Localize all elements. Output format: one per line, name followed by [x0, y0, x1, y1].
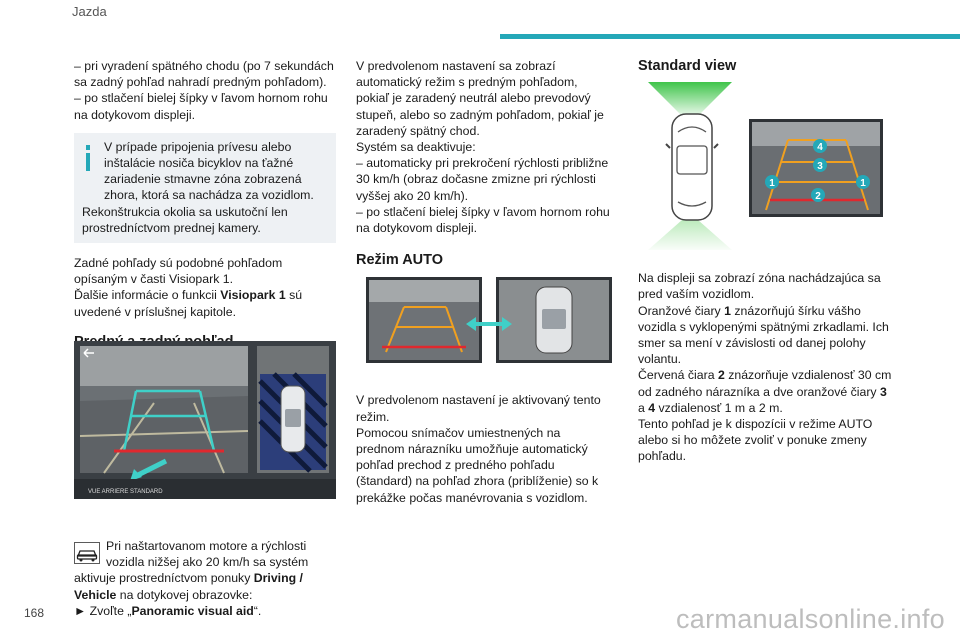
back-arrow-icon[interactable]	[83, 348, 94, 358]
info-post: sú uvedené v príslušnej kapitole.	[74, 288, 303, 319]
header-accent-bar	[500, 34, 960, 39]
note-line-1: V prípade pripojenia prívesu alebo inšta…	[104, 139, 314, 203]
intro-line-1: – pri vyradení spätného chodu (po 7 seku…	[74, 59, 334, 90]
screen-caption: VUE ARRIERE STANDARD	[88, 489, 163, 495]
info-note: V prípade pripojenia prívesu alebo inšta…	[74, 132, 336, 244]
select-option: Panoramic visual aid	[131, 603, 254, 618]
orange-lines-text: Oranžové čiary 1 znázorňujú šírku vášho …	[638, 303, 900, 368]
orange-post: znázorňujú šírku vášho vozidla s vyklope…	[638, 303, 889, 367]
orange-num: 1	[724, 303, 731, 318]
front-rear-view-screen-figure: VUE ARRIERE STANDARD	[74, 341, 336, 499]
watermark: carmanualsonline.info	[676, 604, 945, 634]
info-bold: Visiopark 1	[220, 288, 286, 303]
deactivation-speed: – automaticky pri prekročení rýchlosti p…	[356, 156, 609, 203]
info-reference: Ďalšie informácie o funkcii Visiopark 1 …	[74, 287, 336, 319]
orange-pre: Oranžové čiary	[638, 303, 725, 318]
column-1: – pri vyradení spätného chodu (po 7 seku…	[74, 58, 336, 619]
red-num4: 4	[648, 400, 656, 415]
column-3: Standard view Na displeji sa zobrazí zón…	[638, 58, 900, 475]
select-instruction: ► Zvoľte „Panoramic visual aid“.	[74, 603, 336, 619]
red-and: a	[638, 400, 649, 415]
select-pre: ► Zvoľte „	[74, 603, 132, 618]
heading-auto-mode: Režim AUTO	[356, 252, 444, 269]
deactivation-label: Systém sa deaktivuje:	[356, 140, 476, 155]
red-mid: znázorňuje vzdialenosť 30 cm od zadného …	[638, 368, 892, 399]
activation-post: na dotykovej obrazovke:	[116, 587, 253, 602]
info-icon	[86, 144, 90, 171]
svg-text:1: 1	[860, 178, 866, 189]
standard-view-figure: 1 1 2 3 4	[648, 82, 883, 250]
auto-mode-description: Pomocou snímačov umiestnených na prednom…	[356, 425, 599, 505]
svg-text:4: 4	[817, 142, 823, 153]
note-line-2: Rekonštrukcia okolia sa uskutoční len pr…	[82, 204, 288, 235]
info-pre: Ďalšie informácie o funkcii	[74, 288, 221, 303]
car-icon	[74, 542, 100, 564]
rear-views-text: Zadné pohľady sú podobné pohľadom opísan…	[74, 256, 283, 287]
paragraph-intro: – pri vyradení spätného chodu (po 7 seku…	[74, 58, 336, 123]
red-num: 2	[717, 368, 725, 383]
red-post: vzdialenosť 1 m a 2 m.	[655, 400, 783, 415]
label-1-left: 1	[765, 175, 779, 189]
red-num3: 3	[880, 384, 887, 399]
activation-menu: Driving / Vehicle	[74, 571, 303, 602]
label-4: 4	[813, 139, 827, 153]
activation-text: Pri naštartovanom motore a rýchlosti voz…	[74, 539, 309, 586]
standard-view-intro: Na displeji sa zobrazí zóna nachádzajúca…	[638, 271, 881, 302]
label-1-right: 1	[856, 175, 870, 189]
paragraph-default-mode: V predvolenom nastavení sa zobrazí autom…	[356, 58, 612, 236]
activation-block: Pri naštartovanom motore a rýchlosti voz…	[74, 538, 336, 619]
paragraph-standard-view: Na displeji sa zobrazí zóna nachádzajúca…	[638, 270, 900, 464]
red-line-text: Červená čiara 2 znázorňuje vzdialenosť 3…	[638, 367, 900, 416]
svg-text:2: 2	[815, 191, 821, 202]
deactivation-arrow: – po stlačení bielej šípky v ľavom horno…	[356, 204, 610, 236]
column-2: V predvolenom nastavení sa zobrazí autom…	[356, 58, 612, 516]
auto-mode-default: V predvolenom nastavení je aktivovaný te…	[356, 393, 601, 424]
label-2: 2	[811, 188, 825, 202]
paragraph-auto-mode: V predvolenom nastavení je aktivovaný te…	[356, 392, 612, 505]
paragraph-rear-views: Zadné pohľady sú podobné pohľadom opísan…	[74, 255, 336, 320]
red-pre: Červená čiara	[638, 368, 718, 383]
page-number: 168	[24, 606, 45, 620]
intro-line-2: – po stlačení bielej šípky v ľavom horno…	[74, 91, 328, 122]
default-mode-text: V predvolenom nastavení sa zobrazí autom…	[356, 59, 604, 138]
svg-text:3: 3	[817, 161, 823, 172]
auto-mode-figure	[366, 277, 612, 363]
availability-text: Tento pohľad je k dispozícii v režime AU…	[638, 417, 873, 464]
heading-standard-view: Standard view	[638, 58, 737, 74]
section-title: Jazda	[72, 4, 107, 19]
svg-text:1: 1	[769, 178, 775, 189]
page-header: Jazda	[0, 0, 960, 40]
label-3: 3	[813, 158, 827, 172]
select-post: “.	[253, 603, 262, 618]
